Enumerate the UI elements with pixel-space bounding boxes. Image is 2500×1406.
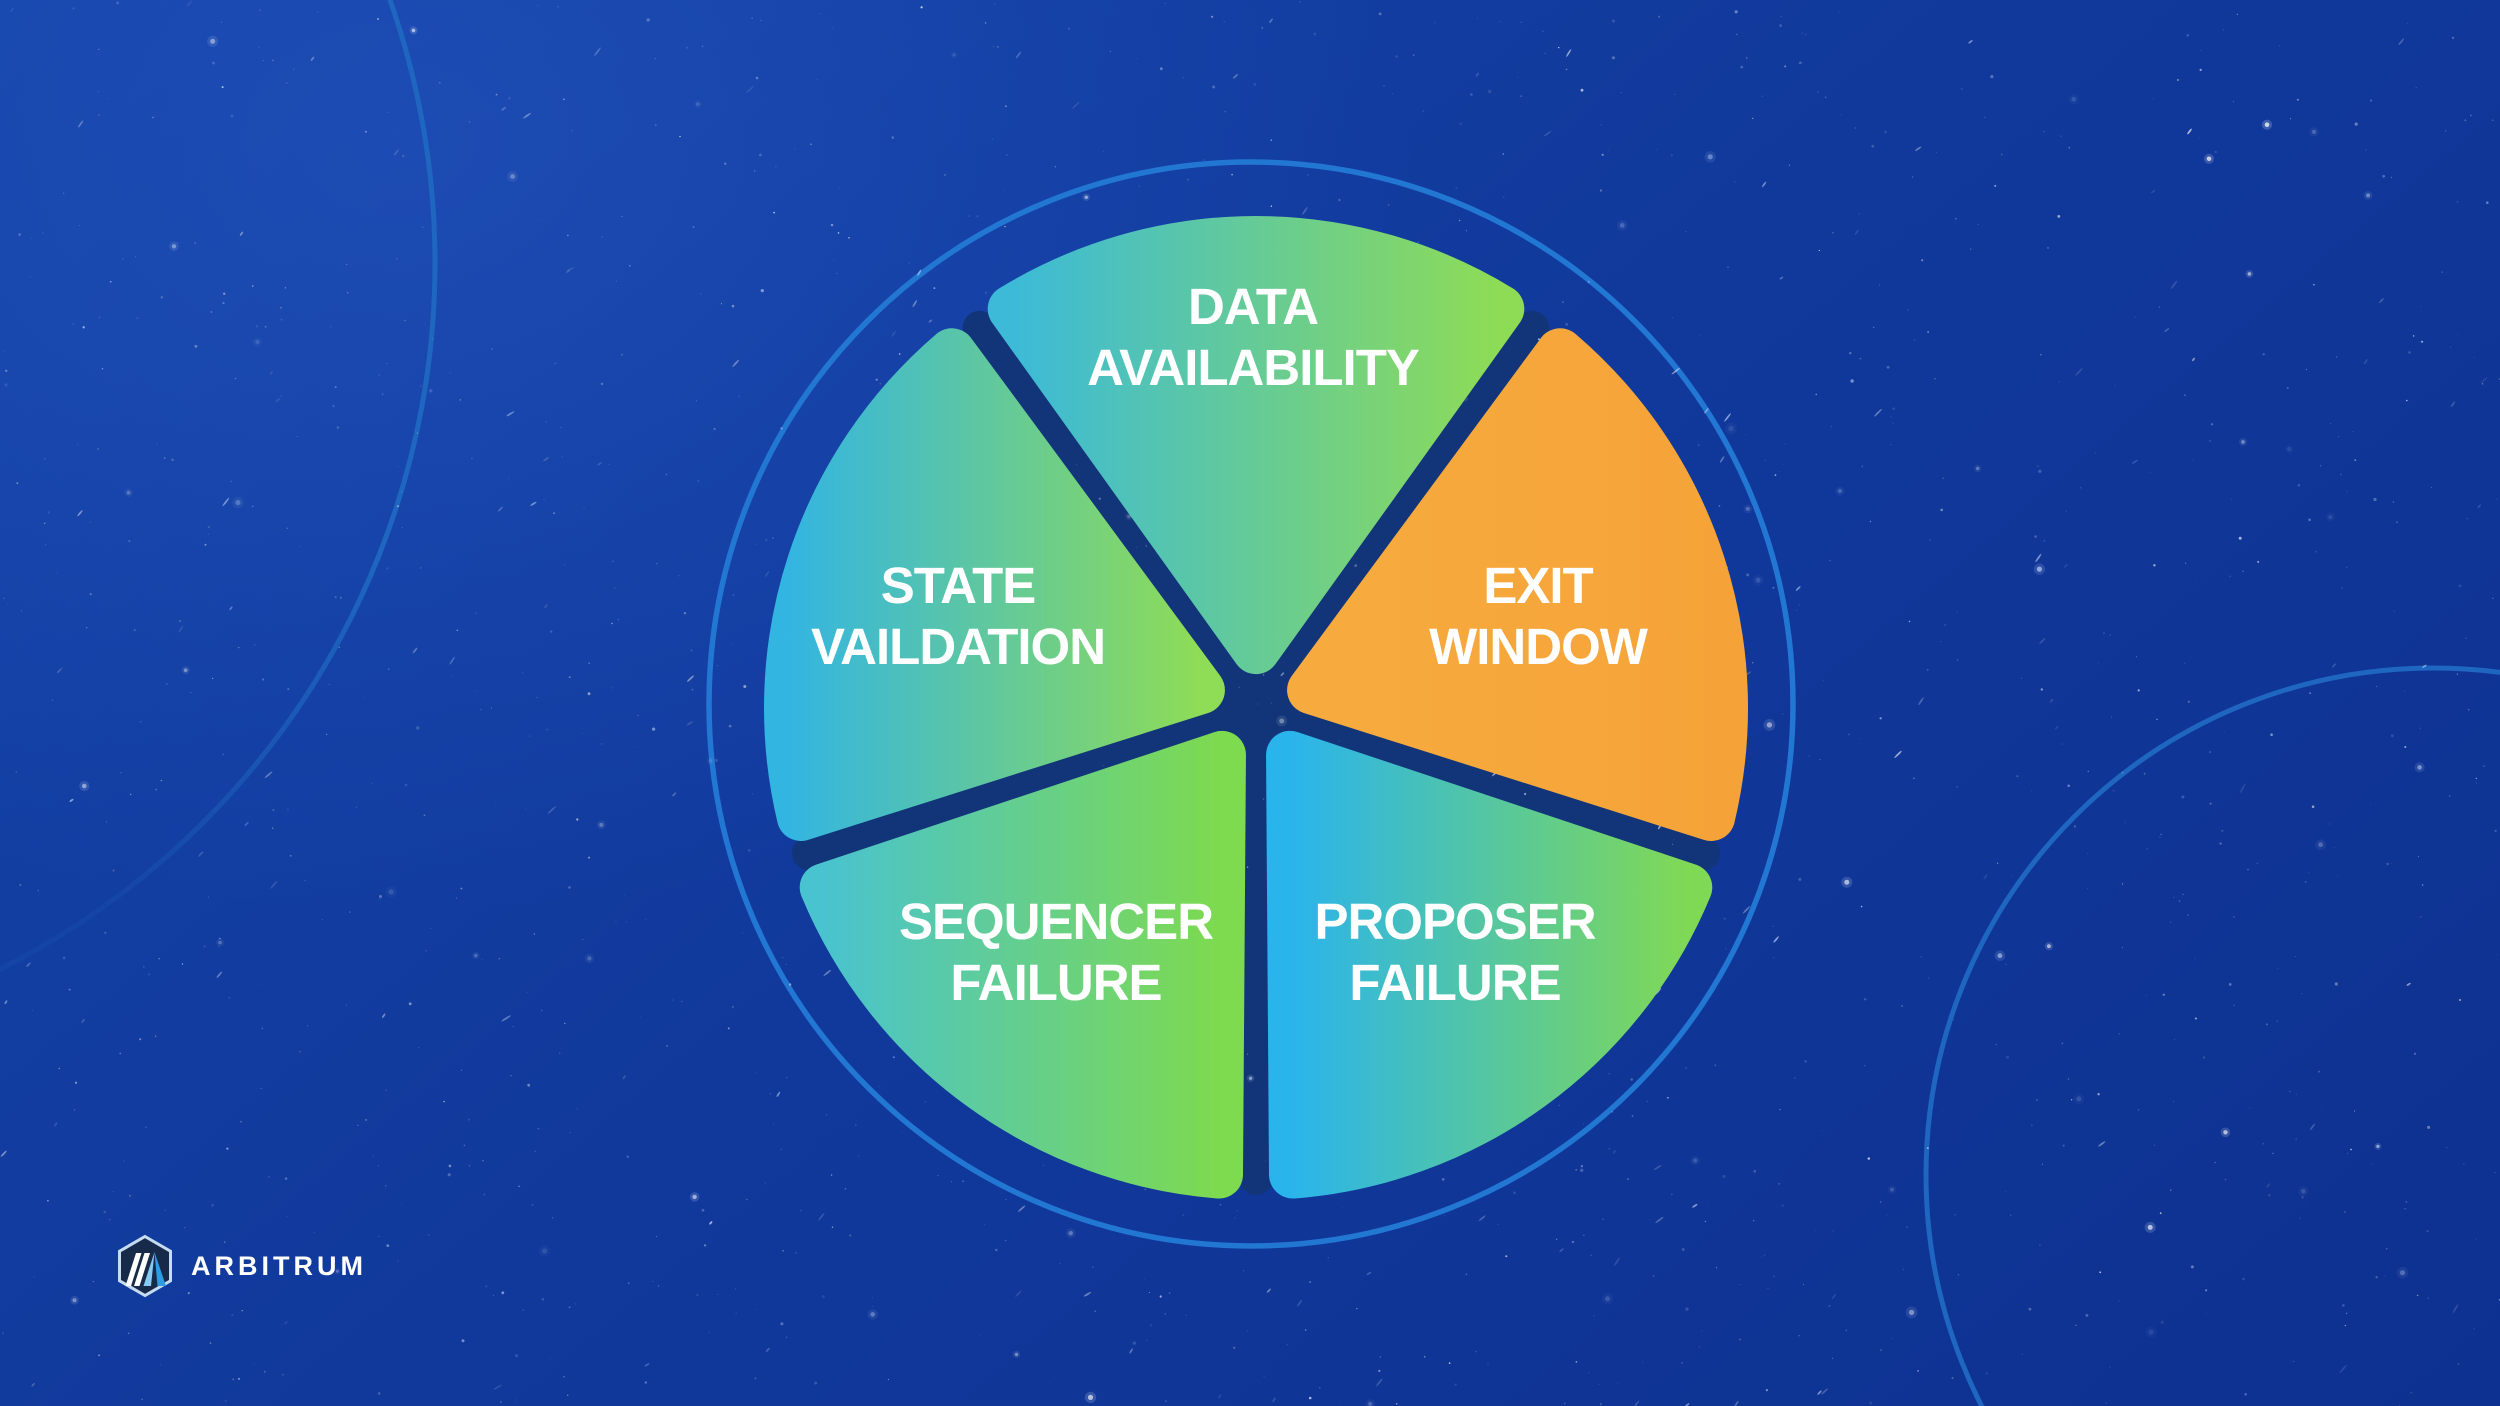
segment-label-data-availability: DATA AVAILABILITY [1087, 276, 1420, 398]
wheel-segments [764, 216, 1748, 1199]
decorative-arc-top-left [0, 0, 438, 973]
arbitrum-wordmark: ARBITRUM [191, 1250, 367, 1281]
label-line: WINDOW [1429, 618, 1648, 675]
wheel-gap-spokes [792, 310, 1720, 1195]
label-line: PROPOSER [1314, 893, 1596, 950]
label-line: FAILURE [1349, 954, 1561, 1011]
label-line: EXIT [1483, 557, 1593, 614]
label-line: SEQUENCER [898, 893, 1214, 950]
segment-label-state-validation: STATE VAILDATION [810, 555, 1106, 677]
segment-label-proposer-failure: PROPOSER FAILURE [1314, 891, 1596, 1013]
label-line: STATE [880, 557, 1037, 614]
label-line: FAILURE [950, 954, 1162, 1011]
arbitrum-logo: ARBITRUM [116, 1234, 367, 1298]
label-line: VAILDATION [810, 618, 1106, 675]
label-line: AVAILABILITY [1087, 339, 1420, 396]
wheel-outer-ring [706, 159, 1796, 1249]
segment-label-sequencer-failure: SEQUENCER FAILURE [898, 891, 1214, 1013]
segment-label-exit-window: EXIT WINDOW [1429, 555, 1648, 677]
decorative-arc-bottom-right [1923, 665, 2500, 1406]
label-line: DATA [1187, 278, 1319, 335]
arbitrum-hexagon-icon [118, 1234, 172, 1298]
